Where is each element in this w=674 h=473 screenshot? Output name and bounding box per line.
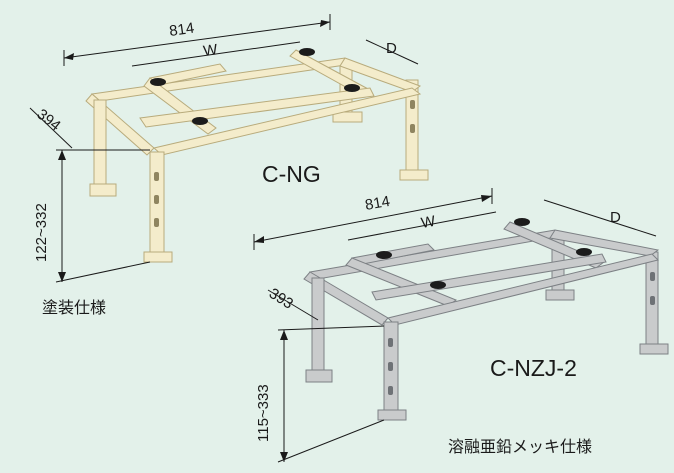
- dim-d: D: [386, 40, 397, 57]
- finish-label-painted: 塗装仕様: [42, 298, 106, 317]
- leg-slots: [154, 100, 415, 227]
- dim-height-range: 122~332: [33, 203, 50, 262]
- dim-width-814: 814: [364, 193, 392, 214]
- dim-w: W: [202, 41, 219, 60]
- model-name-c-ng: C-NG: [262, 161, 321, 187]
- frame-rails: [303, 221, 660, 326]
- dimension-arrows-c-nzj-2: [254, 195, 492, 462]
- dim-depth-393: 393: [266, 285, 296, 313]
- dim-w: W: [420, 213, 438, 232]
- stand-c-nzj-2: [303, 218, 669, 421]
- dimension-lines-c-ng: [29, 14, 419, 283]
- dim-width-814: 814: [168, 20, 195, 40]
- rubber-foot: [150, 48, 360, 125]
- dim-height-range: 115~333: [255, 384, 272, 442]
- dim-d: D: [610, 209, 621, 226]
- dimension-arrows-c-ng: [58, 20, 330, 282]
- rubber-foot: [376, 218, 592, 289]
- leg-slots: [388, 272, 655, 395]
- finish-label-galvanized: 溶融亜鉛メッキ仕様: [448, 437, 592, 456]
- model-name-c-nzj-2: C-NZJ-2: [490, 355, 577, 381]
- stand-c-ng: [85, 48, 429, 263]
- dim-depth-394: 394: [34, 106, 64, 135]
- dimension-lines-c-nzj-2: [253, 188, 657, 463]
